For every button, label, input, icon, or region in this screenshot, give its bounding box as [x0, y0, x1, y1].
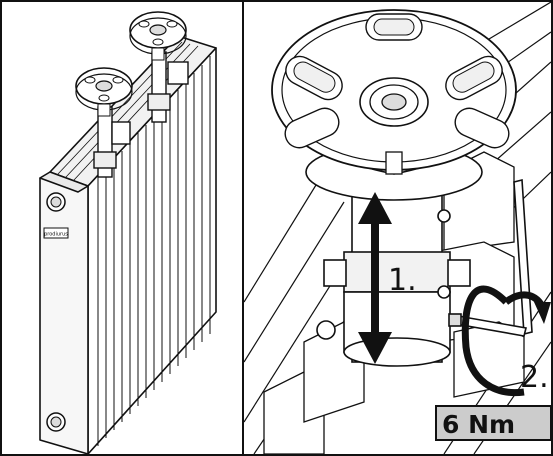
brand-plate — [43, 227, 69, 239]
step-2-label: 2. — [520, 360, 549, 395]
radiator-overview-panel: prodiurus — [0, 0, 244, 456]
radiator-plug-top — [46, 192, 66, 212]
handwheel-disk — [271, 9, 517, 201]
rotation-arrow-icon — [461, 285, 551, 397]
torque-value: 6 Nm — [442, 410, 515, 439]
mounting-posts — [93, 51, 189, 178]
adjustment-post — [316, 171, 471, 367]
detail-illustration: 1. 2. 6 Nm — [244, 2, 551, 454]
step-1-label: 1. — [388, 263, 417, 298]
torque-badge — [435, 405, 551, 441]
brand-label: prodiurus — [44, 232, 68, 238]
radiator-ribs — [97, 56, 211, 446]
height-adjust-arrow — [358, 192, 392, 364]
detail-view-panel: 1. 2. 6 Nm — [242, 0, 553, 456]
radiator-plug-bottom — [46, 412, 66, 432]
handwheel-knob-right — [129, 11, 187, 61]
handwheel-knob-left — [75, 67, 133, 117]
radiator-illustration: prodiurus — [39, 11, 217, 454]
